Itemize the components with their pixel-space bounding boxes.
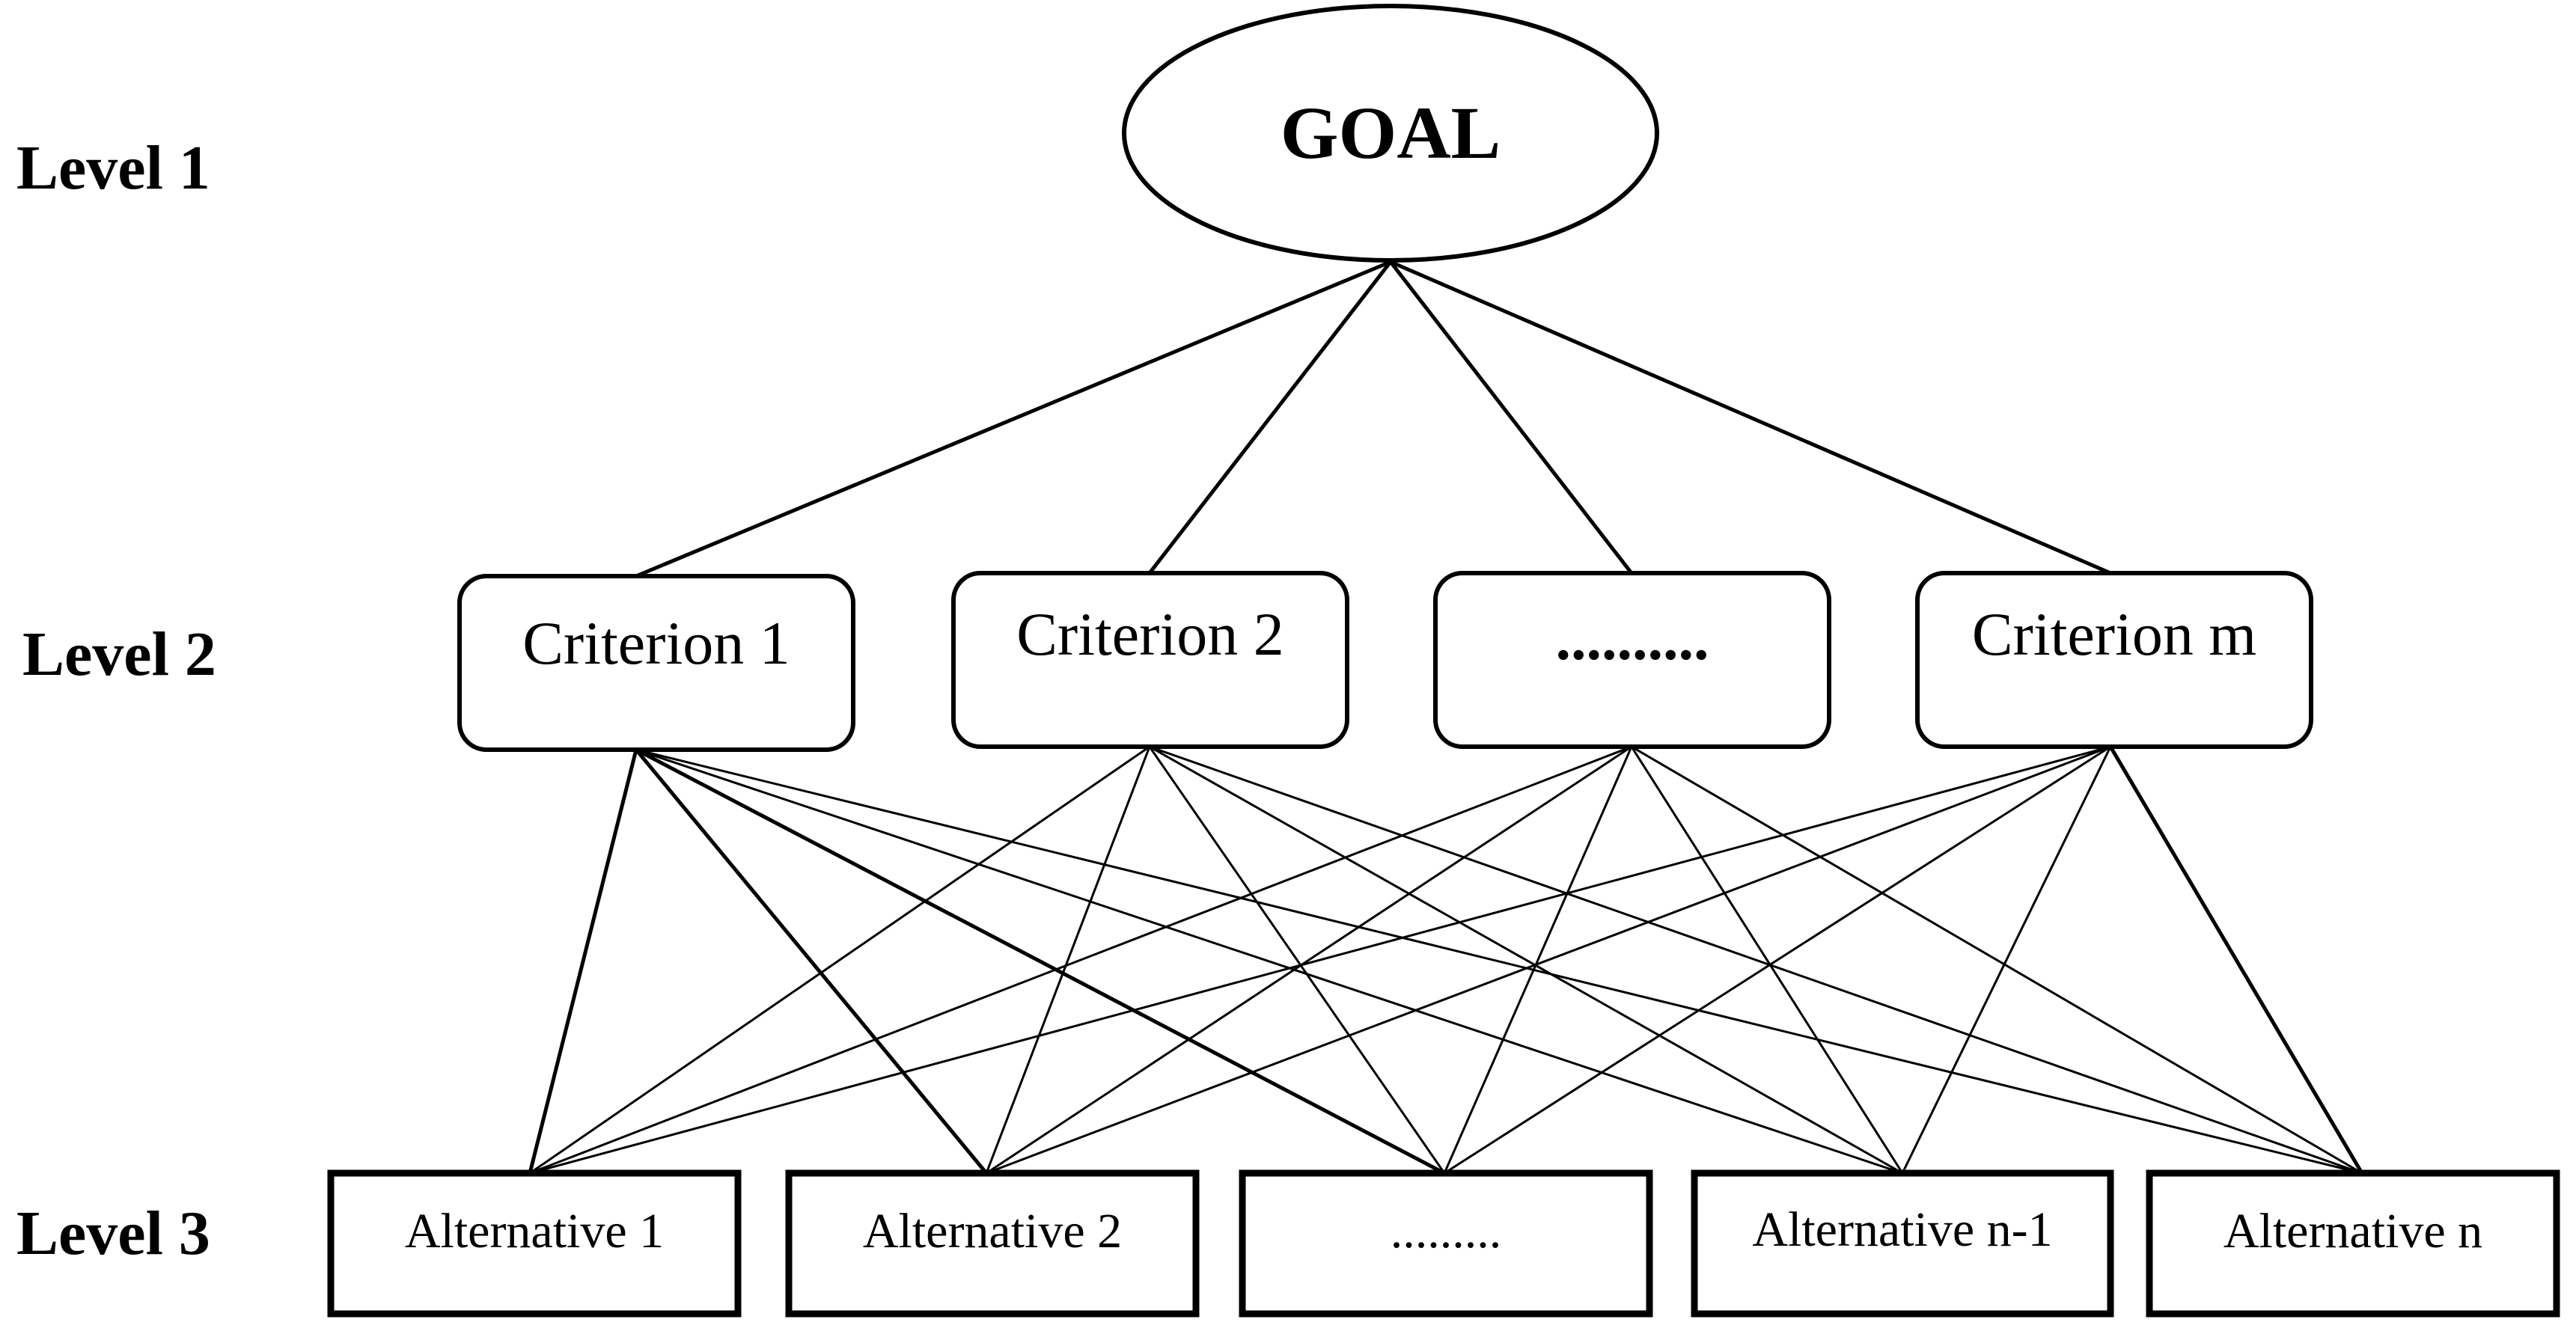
- criterion-to-alternative-line: [1444, 745, 2111, 1175]
- alternative-label: Alternative n-1: [1752, 1202, 2052, 1257]
- goal-label: GOAL: [1281, 91, 1501, 174]
- criterion-to-alternative-line: [529, 745, 1150, 1175]
- criterion-node-m: Criterion m: [1915, 571, 2313, 749]
- criterion-to-alternative-line: [986, 745, 1632, 1175]
- criterion-to-alternative-line: [1630, 746, 1904, 1174]
- criterion-box: [457, 574, 855, 752]
- criterion-to-alternative-line: [529, 745, 2111, 1175]
- criterion-label: ..........: [1556, 605, 1709, 673]
- alternative-node-1: Alternative 1: [327, 1169, 742, 1318]
- level-2-label: Level 2: [22, 620, 216, 689]
- alternative-node-ellipsis: .........: [1239, 1169, 1653, 1318]
- alternative-label: .........: [1391, 1204, 1502, 1258]
- criterion-to-alternative-line: [1149, 745, 1903, 1175]
- criterion-to-alternative-line: [1443, 746, 1633, 1174]
- criterion-label: Criterion 2: [1016, 600, 1284, 668]
- criterion-to-alternative-line: [2108, 745, 2364, 1175]
- criterion-to-alternative-line: [635, 748, 2363, 1175]
- criterion-node-1: Criterion 1: [457, 574, 855, 752]
- criterion-to-alternative-line: [635, 747, 1446, 1175]
- goal-ellipse: [1122, 4, 1659, 263]
- goal-to-criterion-line: [635, 260, 1391, 578]
- criterion-to-alternative-line: [1148, 746, 1446, 1174]
- alternative-label: Alternative n: [2224, 1204, 2482, 1258]
- alternative-node-n: Alternative n: [2146, 1169, 2560, 1318]
- criterion-to-alternative-line: [1901, 746, 2112, 1174]
- criterion-to-alternative-line: [1631, 745, 2363, 1175]
- alternative-box: [1691, 1169, 2114, 1318]
- connector-lines: [528, 260, 2364, 1175]
- criterion-to-alternative-line: [635, 748, 988, 1175]
- alternative-box: [1239, 1169, 1653, 1318]
- criterion-box: [1433, 571, 1831, 749]
- criterion-to-alternative-line: [986, 745, 2111, 1175]
- alternative-box: [785, 1169, 1200, 1318]
- goal-to-criterion-line: [1389, 260, 1633, 575]
- goal-to-criterion-line: [1390, 260, 2111, 575]
- alternative-label: Alternative 2: [863, 1204, 1122, 1258]
- criterion-to-alternative-line: [529, 745, 1632, 1175]
- criterion-to-alternative-line: [1149, 745, 2363, 1175]
- criterion-node-ellipsis: ..........: [1433, 571, 1831, 749]
- alternative-node-2: Alternative 2: [785, 1169, 1200, 1318]
- criterion-label: Criterion m: [1972, 600, 2256, 668]
- criterion-box: [951, 571, 1349, 749]
- criterion-to-alternative-line: [528, 749, 638, 1174]
- criterion-to-alternative-line: [985, 746, 1151, 1174]
- criterion-label: Criterion 1: [522, 609, 790, 677]
- level-1-label: Level 1: [16, 133, 210, 203]
- criterion-box: [1915, 571, 2313, 749]
- alternative-label: Alternative 1: [405, 1204, 664, 1258]
- alternative-box: [327, 1169, 742, 1318]
- goal-node: GOAL: [1122, 4, 1659, 263]
- alternative-node-n-minus-1: Alternative n-1: [1691, 1169, 2114, 1318]
- criterion-to-alternative-line: [635, 748, 1903, 1175]
- criterion-node-2: Criterion 2: [951, 571, 1349, 749]
- goal-to-criterion-line: [1148, 260, 1392, 575]
- level-3-label: Level 3: [16, 1199, 210, 1268]
- alternative-box: [2146, 1169, 2560, 1318]
